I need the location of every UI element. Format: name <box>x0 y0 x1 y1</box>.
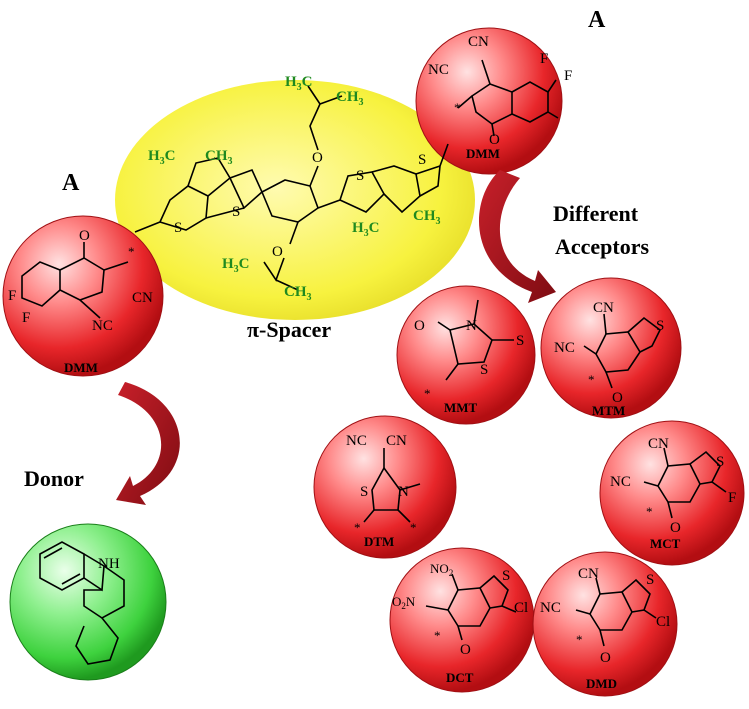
atom-f: F <box>22 310 30 326</box>
atom-nc: NC <box>610 474 631 490</box>
h3c-group: H3C <box>222 256 250 275</box>
atom-nc: NC <box>346 433 367 449</box>
ch3-group: CH3 <box>284 284 312 303</box>
molecule-code-mtm: MTM <box>592 403 625 418</box>
attach-star: * <box>128 244 135 259</box>
atom-o: O <box>312 150 323 166</box>
acceptor-sphere-mmt <box>396 285 536 425</box>
atom-cn: CN <box>132 290 153 306</box>
atom-nc: NC <box>540 600 561 616</box>
molecule-code-dmm: DMM <box>64 360 98 375</box>
ch3-group: CH3 <box>413 208 441 227</box>
attach-star: * <box>424 386 431 401</box>
molecule-code-mct: MCT <box>650 536 681 551</box>
atom-s: S <box>516 333 524 349</box>
atom-s: S <box>502 568 510 584</box>
atom-f: F <box>728 490 736 506</box>
acceptor-sphere-dtm <box>313 415 457 559</box>
molecule-mmt: O N S S * MMT <box>414 299 524 415</box>
atom-nc: NC <box>92 318 113 334</box>
atom-s: S <box>174 220 182 236</box>
atom-nc: NC <box>554 340 575 356</box>
atom-cn: CN <box>578 566 599 582</box>
atom-s: S <box>646 572 654 588</box>
atom-cn: CN <box>468 34 489 50</box>
atom-o: O <box>612 390 623 406</box>
h3c-group: H3C <box>285 74 313 93</box>
atom-n: N <box>466 318 477 334</box>
atom-s: S <box>480 362 488 378</box>
acceptor-sphere-top <box>415 27 563 175</box>
atom-o: O <box>272 244 283 260</box>
molecule-dmm-left: O * F F CN NC DMM <box>8 228 153 375</box>
ch3-group: CH3 <box>205 148 233 167</box>
molecule-dtm: NC CN S N * * DTM <box>346 433 421 549</box>
atom-s: S <box>356 168 364 184</box>
attach-star: * <box>576 632 583 647</box>
h3c-group: H3C <box>148 148 176 167</box>
atom-f: F <box>564 68 572 84</box>
atom-s: S <box>656 318 664 334</box>
h3c-group: H3C <box>352 220 380 239</box>
attach-star: * <box>646 504 653 519</box>
molecule-mtm: CN NC S O * MTM <box>554 300 664 418</box>
molecule-dmd: CN NC S Cl O * DMD <box>540 566 670 691</box>
atom-nh: NH <box>98 556 120 572</box>
attach-star: * <box>434 628 441 643</box>
arrow-to-acceptors <box>478 170 556 303</box>
atom-cn: CN <box>648 436 669 452</box>
atom-f: F <box>540 51 548 67</box>
attach-star: * <box>588 372 595 387</box>
molecule-carbazole: NH <box>39 541 125 665</box>
attach-star: * <box>410 520 417 535</box>
ch3-group: CH3 <box>336 89 364 108</box>
molecule-code-dmd: DMD <box>586 676 617 691</box>
atom-o: O <box>670 520 681 536</box>
acceptor-sphere-left <box>2 215 164 377</box>
atom-cl: Cl <box>656 614 670 630</box>
atom-s: S <box>418 152 426 168</box>
different-acceptors-line2: Acceptors <box>555 234 650 259</box>
attach-star: * <box>354 520 361 535</box>
atom-s: S <box>360 484 368 500</box>
atom-o: O <box>460 642 471 658</box>
acceptor-sphere-mtm <box>540 277 682 419</box>
molecule-code-dmm: DMM <box>466 146 500 161</box>
atom-nc: NC <box>428 62 449 78</box>
molecule-code-dtm: DTM <box>364 534 394 549</box>
acceptor-label-top: A <box>588 7 606 33</box>
different-acceptors-line1: Different <box>553 201 639 226</box>
atom-s: S <box>232 204 240 220</box>
atom-s: S <box>716 454 724 470</box>
atom-f: F <box>8 288 16 304</box>
spacer-label: π-Spacer <box>247 317 331 342</box>
spacer-ellipse <box>115 80 475 320</box>
molecule-code-dct: DCT <box>446 670 474 685</box>
atom-o: O <box>600 650 611 666</box>
molecule-code-mmt: MMT <box>444 400 478 415</box>
atom-o: O <box>79 228 90 244</box>
molecule-dmm-top: CN NC F F O * DMM <box>428 34 572 161</box>
acceptor-sphere-dmd <box>532 551 678 697</box>
molecule-dct: NO2 O2N S Cl O * DCT <box>392 561 528 685</box>
attach-star: * <box>454 100 461 115</box>
atom-cn: CN <box>593 300 614 316</box>
donor-label: Donor <box>24 466 84 491</box>
arrow-to-donor <box>116 382 180 505</box>
atom-cl: Cl <box>514 600 528 616</box>
no2-group: NO2 <box>430 561 453 578</box>
spacer-molecule: S S O O S S H3C CH3 H3C CH3 H3C CH3 H3C … <box>134 74 449 303</box>
molecule-mct: CN NC S F O * MCT <box>610 436 736 551</box>
o2n-group: O2N <box>392 594 416 611</box>
acceptor-label-left: A <box>62 170 80 196</box>
atom-n: N <box>398 484 409 500</box>
atom-o: O <box>489 132 500 148</box>
atom-o: O <box>414 318 425 334</box>
acceptor-sphere-mct <box>599 420 745 566</box>
donor-sphere <box>9 523 167 681</box>
atom-cn: CN <box>386 433 407 449</box>
